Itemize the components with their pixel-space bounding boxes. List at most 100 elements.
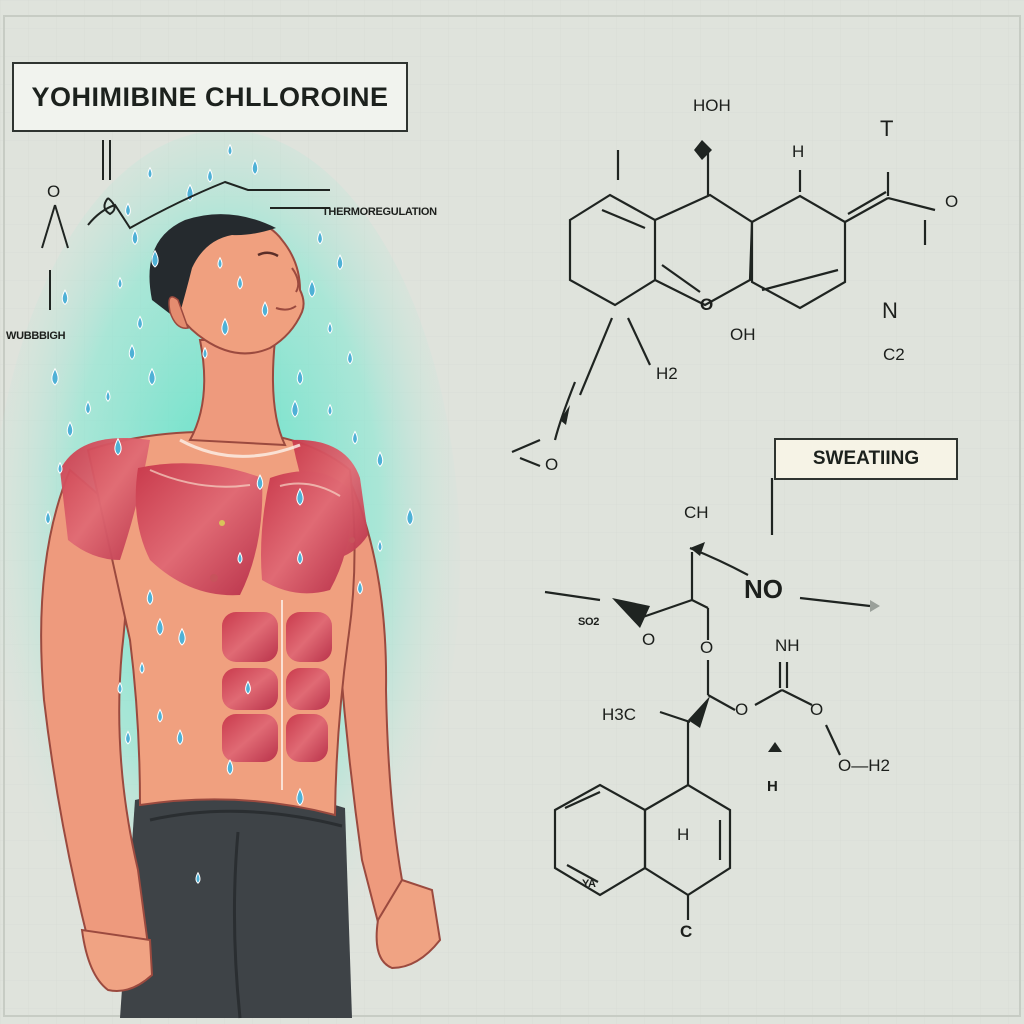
atom-o-top-left: O (810, 700, 824, 719)
atom-ya: YA (582, 878, 596, 890)
sweat-drop (237, 275, 243, 290)
upper-molecule (511, 150, 936, 468)
sweat-drop (146, 589, 154, 606)
atom-oh-ring: OH (730, 325, 756, 344)
sweat-drop (256, 474, 264, 491)
left-hand (80, 928, 154, 992)
left-deltoid (60, 438, 150, 560)
sweat-drop (66, 421, 74, 438)
diagram-title: YOHIMIBINE CHLLOROINE (31, 81, 389, 112)
atom-o-small: O (642, 630, 656, 649)
sweat-drop (128, 344, 136, 361)
abdominal-muscles (222, 612, 332, 762)
atom-o-left: O (545, 455, 559, 474)
lower-molecule (544, 478, 871, 920)
atom-hoh: HOH (693, 96, 731, 115)
sweat-drop (137, 315, 143, 330)
atom-ch: CH (684, 503, 709, 522)
sweat-drop (221, 317, 229, 336)
sweat-drop (237, 551, 243, 564)
closed-eye (257, 251, 279, 258)
sweat-drop (202, 346, 208, 359)
sweat-drop (226, 759, 234, 776)
sweat-drop (139, 661, 145, 674)
wedge-top (694, 140, 712, 160)
atom-h-arrow: H (767, 778, 778, 795)
left-side-label: WUBBBIGH (6, 330, 66, 342)
sweat-drop (308, 279, 316, 298)
ear (168, 296, 190, 329)
sweat-drop (57, 461, 63, 474)
sweat-drop (157, 708, 163, 723)
sweat-drop (296, 369, 304, 386)
sweat-drop (117, 276, 123, 289)
atom-c-bottom: C (680, 922, 693, 941)
sweating-label: SWEATIING (812, 448, 920, 469)
atom-o-left-top: O (47, 182, 61, 201)
sweat-drop (125, 730, 131, 745)
atom-o-h2: O—H2 (838, 756, 890, 775)
sweat-drop (336, 254, 344, 271)
atom-no: NO (744, 574, 783, 604)
hair (149, 214, 276, 320)
sweat-drop (376, 451, 384, 468)
sweat-drop (347, 350, 353, 365)
atom-o-ring: O (700, 295, 714, 314)
left-pectoral (135, 463, 263, 596)
sweat-drop (156, 617, 164, 636)
neck (188, 339, 287, 447)
sweat-drop (148, 367, 156, 386)
sweat-drop (357, 580, 363, 595)
atom-t-top: T (880, 116, 894, 141)
human-figure (40, 214, 442, 1019)
atom-h-top: H (792, 142, 805, 161)
sweat-drop (327, 321, 333, 334)
sweat-drop (176, 729, 184, 746)
sweat-drop (291, 399, 299, 418)
left-structure (41, 140, 330, 310)
sweat-drop (261, 301, 269, 318)
shorts (120, 789, 352, 1018)
sweat-drop (377, 539, 383, 552)
atom-o-chain: O (700, 638, 714, 657)
sweat-drop (151, 249, 159, 268)
sweat-drop (207, 168, 213, 183)
sweat-drop (406, 507, 414, 526)
atom-nh: NH (775, 636, 800, 655)
sweat-drop (217, 256, 223, 269)
sweat-drop (45, 510, 51, 525)
sweat-drop (251, 159, 259, 176)
right-pectoral (261, 471, 351, 594)
sweat-drop (117, 681, 123, 694)
sweat-drop (51, 367, 59, 386)
sweat-drop (296, 787, 304, 806)
sweat-drop (125, 202, 131, 217)
sweat-drop (317, 230, 323, 245)
sweating-tag: SWEATIING (774, 438, 958, 480)
atom-h-ring: H (677, 825, 690, 844)
title-box: YOHIMIBINE CHLLOROINE (12, 62, 408, 132)
sweat-drop (327, 403, 333, 416)
sweat-drop (178, 627, 186, 646)
sweat-drop (114, 437, 122, 456)
atom-h3c: H3C (602, 705, 637, 724)
atom-c2-right: C2 (883, 345, 905, 364)
sweat-drop (297, 550, 303, 565)
nose (291, 267, 300, 293)
atom-o-right: O (945, 192, 959, 211)
wedge-left (612, 598, 650, 628)
sweat-drop (352, 430, 358, 445)
right-hand (375, 878, 442, 970)
mouth (275, 305, 297, 311)
atom-n-right: N (882, 298, 898, 323)
sweat-drop (131, 229, 139, 246)
atom-h2-mid: H2 (656, 364, 678, 383)
sweat-drop (245, 680, 251, 695)
sweat-drops (45, 143, 414, 884)
atom-so-left: SO2 (578, 616, 600, 628)
sweat-drop (227, 143, 233, 156)
sweat-drop (85, 400, 91, 415)
sweat-drop (147, 166, 153, 179)
